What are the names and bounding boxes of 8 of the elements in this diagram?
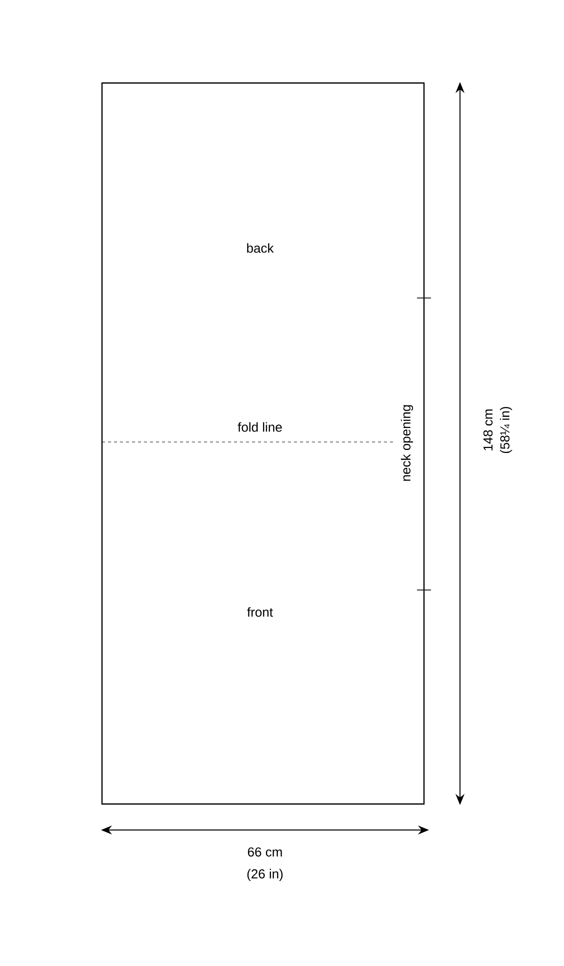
neck-opening-label: neck opening [400,403,414,483]
dimension-label: 148 cm [483,410,493,450]
panel-label: fold line [236,421,284,433]
dimension-label: (26 in) [247,868,283,882]
dimension-label: 66 cm [248,847,282,857]
dimension-label: (58¼ in) [500,406,512,454]
panel-label: back [245,242,275,254]
panel-label: front [246,606,274,618]
